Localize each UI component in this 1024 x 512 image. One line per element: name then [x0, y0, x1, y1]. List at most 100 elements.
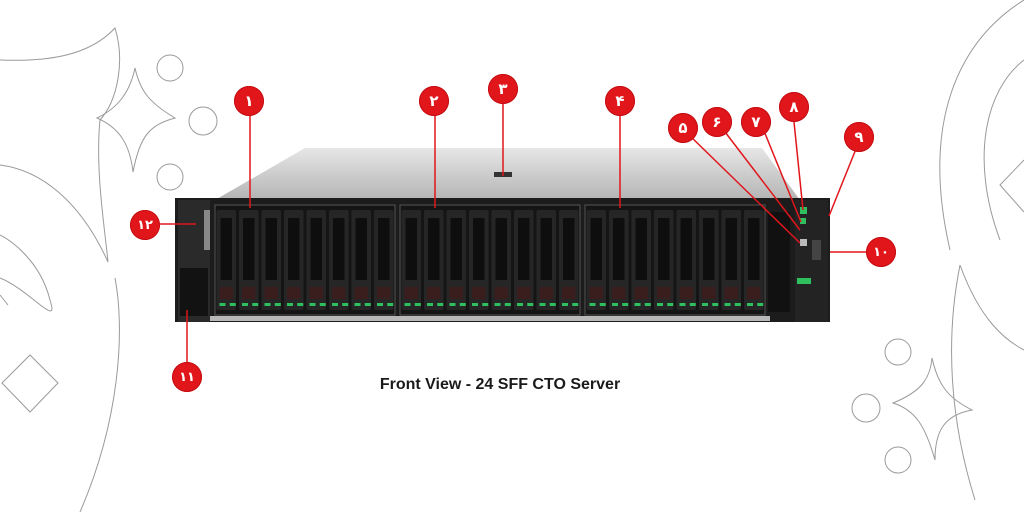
- callout-12: ۱۲: [130, 210, 160, 240]
- drive-led: [712, 303, 719, 306]
- drive-led: [667, 303, 674, 306]
- drive-latch: [264, 287, 278, 299]
- callout-10: ۱۰: [866, 237, 896, 267]
- drive-latch: [219, 287, 233, 299]
- drive-latch: [309, 287, 323, 299]
- chassis-bottom-rail: [210, 316, 770, 321]
- drive-led: [229, 303, 236, 306]
- callout-2: ۲: [419, 86, 449, 116]
- drive-led: [702, 303, 708, 306]
- drive-led: [482, 303, 489, 306]
- drive-led: [517, 303, 523, 306]
- drive-led: [219, 303, 226, 306]
- drive-led: [264, 303, 271, 306]
- drive-led: [414, 303, 421, 306]
- drive-led: [494, 303, 501, 306]
- decor-circle: [156, 163, 184, 191]
- decor-star-right: [891, 357, 974, 461]
- leader-9: [828, 143, 859, 217]
- decor-arc-right-top: [939, 0, 1024, 251]
- decor-arc-right-low: [959, 264, 1024, 351]
- decor-circle: [851, 393, 881, 423]
- decor-leaf-left-mid: [0, 234, 53, 312]
- drive-led: [332, 303, 338, 306]
- drive-latch: [539, 287, 553, 299]
- drive-led: [472, 303, 478, 306]
- drive-handle: [518, 218, 530, 280]
- drive-latch: [747, 287, 761, 299]
- decor-circle: [884, 446, 912, 474]
- drive-latch: [472, 287, 486, 299]
- drive-led: [679, 303, 686, 306]
- drive-handle: [220, 218, 232, 280]
- drive-latch: [377, 287, 391, 299]
- drive-handle: [243, 218, 255, 280]
- decor-diamond-right: [999, 159, 1024, 213]
- callout-5: ۵: [668, 113, 698, 143]
- drive-handle: [288, 218, 300, 280]
- drive-led: [562, 303, 568, 306]
- drive-led: [689, 303, 696, 306]
- callout-11: ۱۱: [172, 362, 202, 392]
- drive-led: [437, 303, 444, 306]
- drive-latch: [679, 287, 693, 299]
- drive-led: [504, 303, 511, 306]
- leader-8: [792, 111, 804, 211]
- drive-handle: [310, 218, 322, 280]
- decor-circle: [188, 106, 218, 136]
- drive-led: [622, 303, 629, 306]
- callout-6: ۶: [702, 107, 732, 137]
- drive-handle: [378, 218, 390, 280]
- decor-tip-left: [0, 294, 9, 306]
- decor-circle: [156, 54, 184, 82]
- drive-handle: [725, 218, 737, 280]
- drive-latch: [657, 287, 671, 299]
- drive-latch: [242, 287, 256, 299]
- drive-handle: [265, 218, 277, 280]
- drive-latch: [562, 287, 576, 299]
- decor-diamond-left: [1, 354, 59, 413]
- callout-4: ۴: [605, 86, 635, 116]
- decor-arc-right-inner: [983, 59, 1024, 241]
- drive-latch: [427, 287, 441, 299]
- callout-8: ۸: [779, 92, 809, 122]
- drive-led: [459, 303, 466, 306]
- health-led: [800, 218, 806, 224]
- decor-leaf-right-low: [951, 264, 976, 501]
- drive-led: [724, 303, 731, 306]
- drive-handle: [405, 218, 417, 280]
- drive-handle: [495, 218, 507, 280]
- leader-7: [761, 125, 802, 223]
- drive-led: [572, 303, 579, 306]
- drive-handle: [563, 218, 575, 280]
- right-ear-usb-port: [812, 240, 821, 260]
- left-ear-id-panel: [180, 268, 208, 316]
- figure-caption: Front View - 24 SFF CTO Server: [379, 376, 621, 393]
- right-ear-label: [797, 278, 811, 284]
- drive-led: [377, 303, 383, 306]
- drive-latch: [404, 287, 418, 299]
- drive-handle: [355, 218, 367, 280]
- drive-latch: [589, 287, 603, 299]
- decor-circle: [884, 338, 912, 366]
- drive-handle: [680, 218, 692, 280]
- drive-led: [297, 303, 304, 306]
- drive-led: [404, 303, 411, 306]
- drive-handle: [428, 218, 440, 280]
- drive-led: [527, 303, 534, 306]
- drive-led: [449, 303, 456, 306]
- drive-handle: [658, 218, 670, 280]
- drive-handle: [333, 218, 345, 280]
- left-ear-pull-tab: [204, 210, 210, 250]
- callout-7: ۷: [741, 107, 771, 137]
- decor-arc-left: [79, 277, 120, 512]
- leader-5: [687, 133, 801, 244]
- drive-handle: [450, 218, 462, 280]
- drive-led: [644, 303, 651, 306]
- drive-led: [364, 303, 371, 306]
- drive-led: [539, 303, 546, 306]
- drive-led: [747, 303, 753, 306]
- drive-latch: [287, 287, 301, 299]
